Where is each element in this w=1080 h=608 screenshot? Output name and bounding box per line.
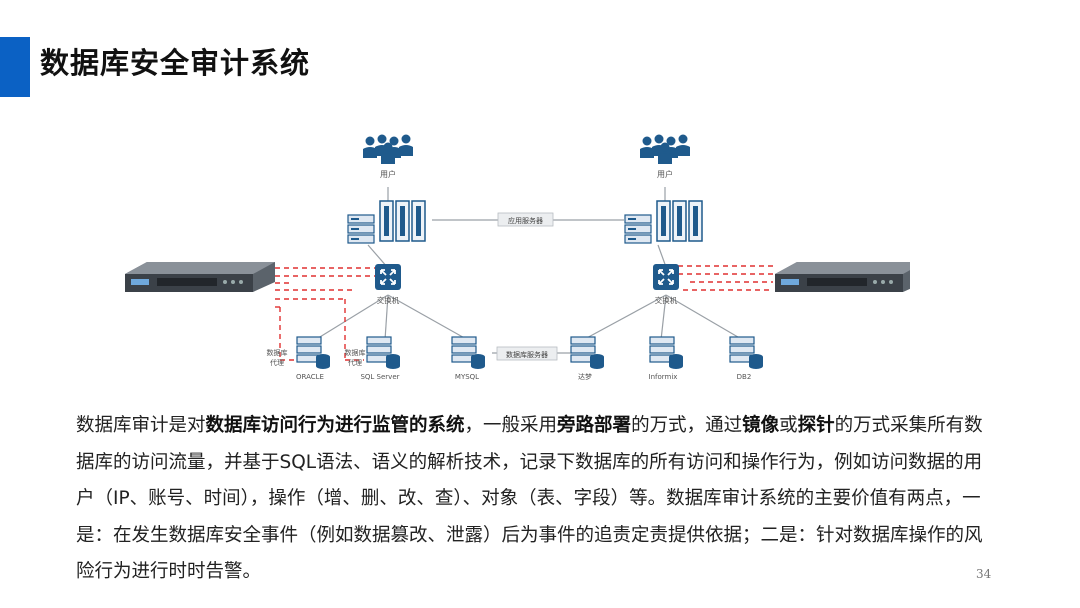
slide-title: 数据库安全审计系统 [40,46,311,80]
switch-left-icon [374,263,402,291]
db-proxy1-label-line2: 代理 [270,358,284,367]
db-db2-icon [729,336,764,370]
body-emphasis: 数据库访问行为进行监管的系统 [205,415,465,436]
db-sqlserver-icon [366,336,401,370]
app-server-box [497,212,554,227]
body-text-segment: 或 [779,415,798,436]
page-number: 34 [976,567,992,581]
db-proxy1-label-line1: 数据库 [267,348,288,357]
body-emphasis: 探针 [797,415,835,436]
audit-appliance-left-icon [125,262,275,292]
switch-right-icon [652,263,680,291]
audit-appliance-right-icon [775,262,910,292]
mirror-dashed-lines [275,265,773,361]
db-server-box [496,346,558,361]
body-emphasis: 镜像 [742,415,780,436]
users-right-icon [640,134,690,164]
db-mysql-icon [451,336,486,370]
body-paragraph: 数据库审计是对数据库访问行为进行监管的系统，一般采用旁路部署的万式，通过镜像或探… [76,408,996,591]
body-text-segment: 的万式采集所有数据库的访问流量，并基于SQL语法、语义的解析技术，记录下数据库的… [76,415,983,582]
db-proxy2-label-line1: 数据库 [345,348,366,357]
body-text-segment: ，一般采用 [464,415,558,436]
app-server-label: 应用服务器 [508,216,543,225]
network-diagram: 用户 用户 应用服务器 交换机 交换机 ORACLE SQL Server MY… [125,134,910,381]
db-dameng-label: 达梦 [578,372,592,381]
db-informix-icon [649,336,684,370]
body-emphasis: 旁路部署 [557,415,632,436]
db-proxy2-label-line2: 代理 [348,358,362,367]
body-text-segment: 数据库审计是对 [76,415,206,436]
users-left-icon [363,134,413,164]
db-server-label: 数据库服务器 [506,350,548,359]
switch-left-label: 交换机 [377,295,400,305]
db-informix-label: Informix [649,373,678,381]
db-oracle-label: ORACLE [296,373,324,381]
user-left-label: 用户 [380,169,396,179]
db-dameng-icon [570,336,605,370]
app-server-left-icon [347,200,426,244]
db-oracle-icon [296,336,331,370]
body-text-segment: 的万式，通过 [631,415,743,436]
switch-right-label: 交换机 [655,295,678,305]
db-mysql-label: MYSQL [455,373,479,381]
app-server-right-icon [624,200,703,244]
user-right-label: 用户 [657,169,673,179]
db-sqlserver-label: SQL Server [360,373,399,381]
title-accent-bar [0,37,30,97]
db-db2-label: DB2 [737,373,752,381]
